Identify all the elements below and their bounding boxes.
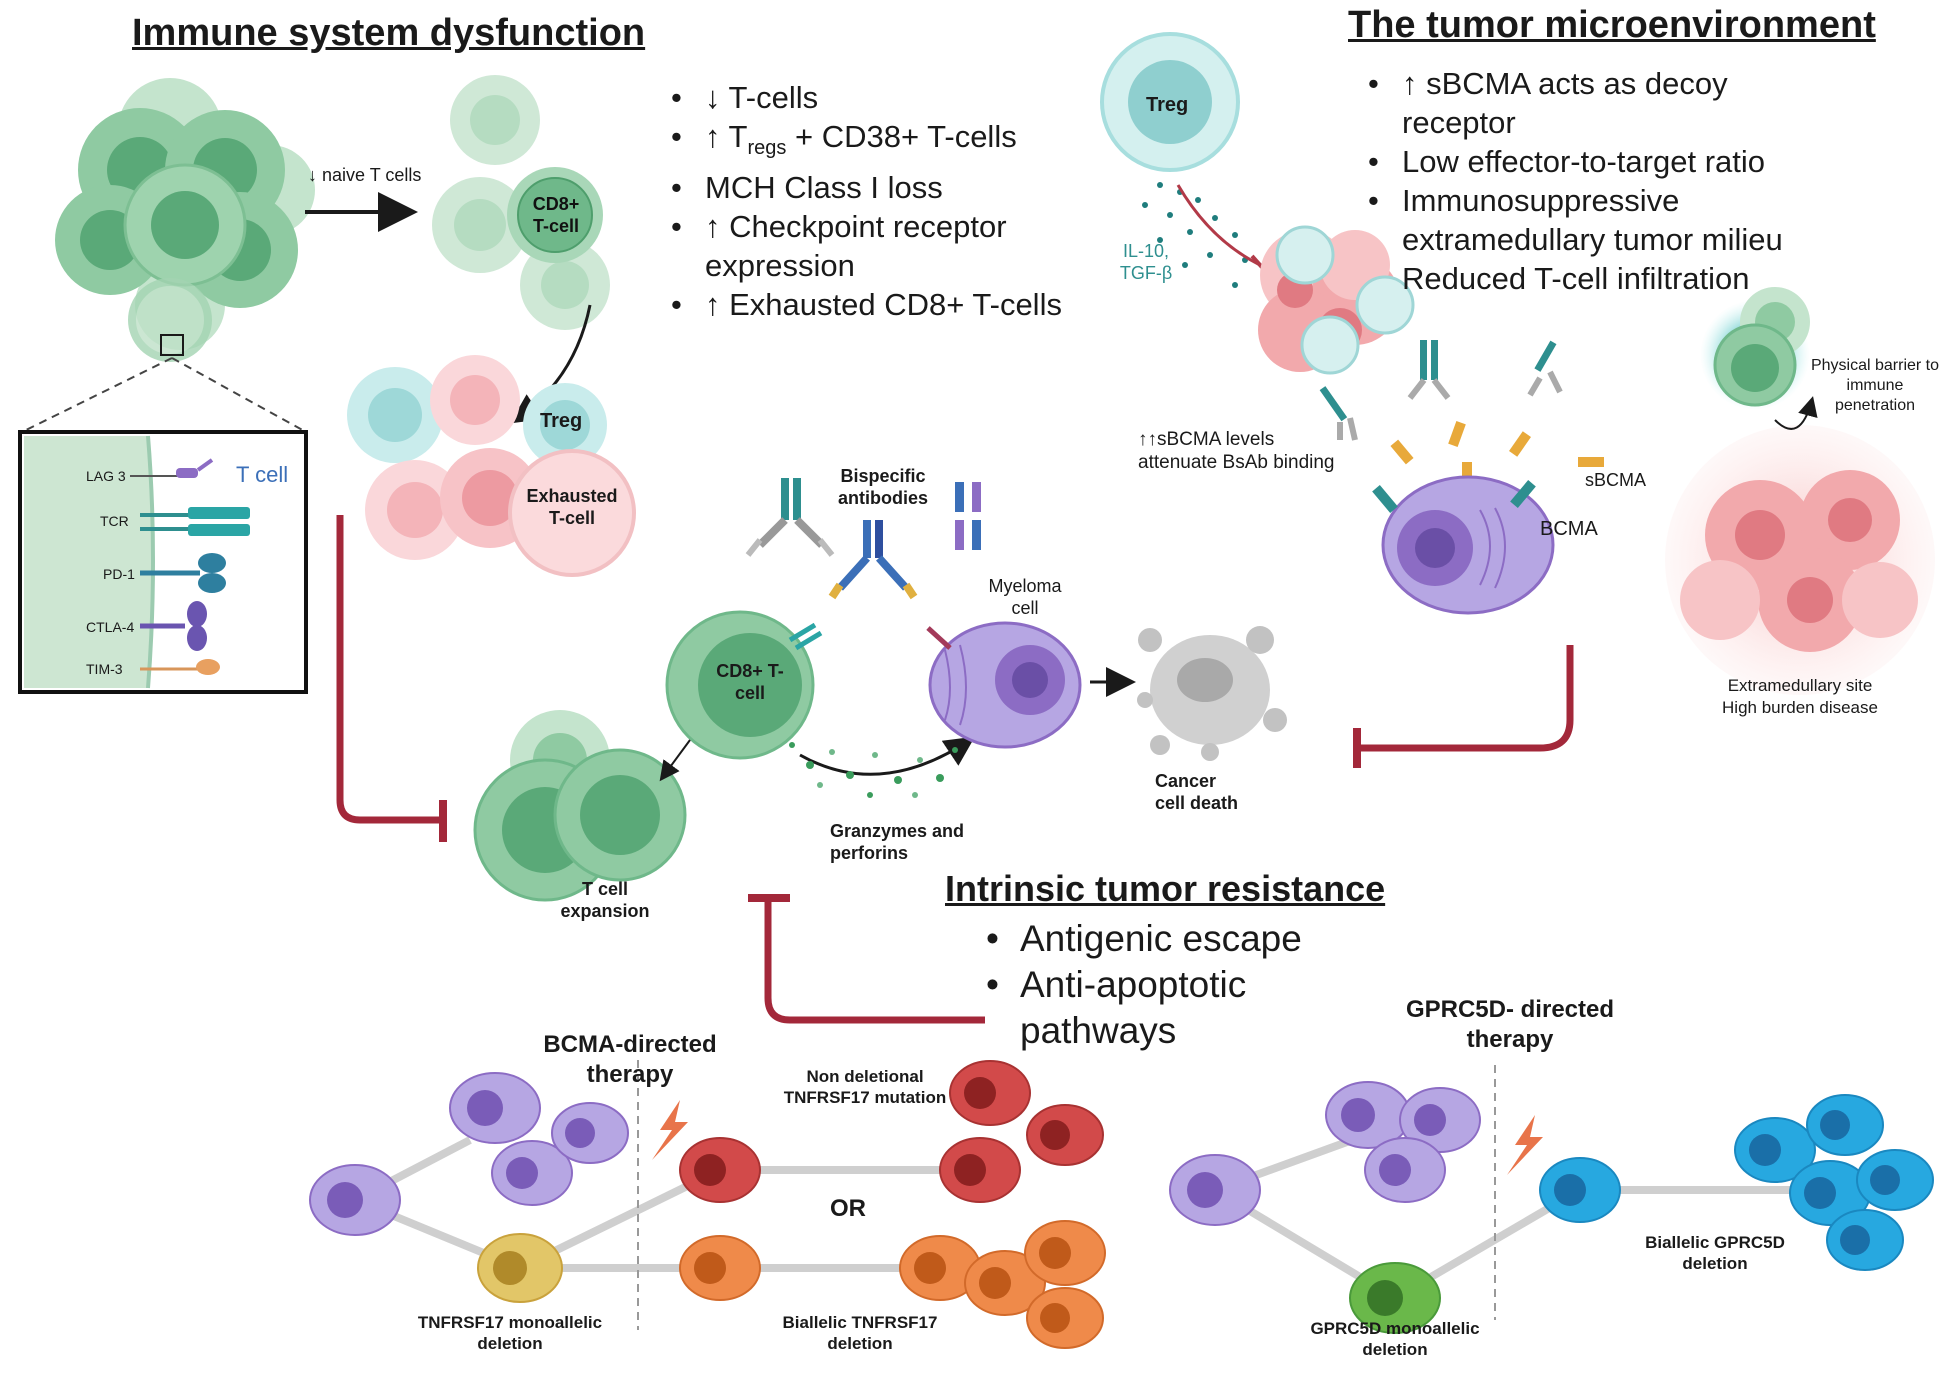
receptor-lag3: LAG 3 — [86, 468, 126, 484]
gprc5d-biallelic-label: Biallelic GPRC5D deletion — [1645, 1233, 1785, 1273]
cancer-death-label: Cancer cell death — [1155, 771, 1239, 813]
checkpoint-inset — [18, 430, 308, 694]
immune-bullet-4b: expression — [705, 248, 855, 284]
granzymes-label: Granzymes and perforins — [830, 821, 965, 863]
bispecific-label: Bispecific antibodies — [837, 466, 928, 508]
cd8-effector-cell — [665, 610, 823, 760]
treg-pre: ↑ T — [705, 119, 748, 154]
bcma-therapy-title: BCMA-directed therapy — [543, 1031, 717, 1088]
exhausted-group — [347, 355, 636, 577]
receptor-tim3: TIM-3 — [86, 661, 123, 677]
treg-cell-top — [1100, 32, 1240, 172]
lightning-icon — [1507, 1115, 1543, 1175]
intrinsic-title: Intrinsic tumor resistance — [945, 868, 1386, 909]
bcma-myeloma-cell — [1372, 475, 1555, 615]
micro-bullet-4: Reduced T-cell infiltration — [1402, 261, 1750, 296]
cd8-center-label: CD8+ T-cell — [716, 661, 784, 703]
immune-bullet-1: ↓ T-cells — [665, 78, 1062, 117]
cd8-label: CD8+ T-cell — [532, 194, 580, 236]
micro-bullets: ↑ sBCMA acts as decoy receptor Low effec… — [1362, 64, 1783, 298]
micro-bullet-1b: receptor — [1402, 105, 1516, 140]
bcma-cells — [309, 1060, 1106, 1349]
intrinsic-bullets: Antigenic escape Anti-apoptotic pathways — [980, 916, 1302, 1054]
treg-sub: regs — [747, 137, 787, 160]
tnfrsf17-mono-label: TNFRSF17 monoallelic deletion — [417, 1313, 603, 1353]
intrinsic-bullet-1: Antigenic escape — [980, 916, 1302, 962]
cancer-cell-death-debris — [1137, 626, 1287, 761]
cytokine-particles — [1142, 182, 1248, 288]
cytokines-label: IL-10, TGF-β — [1119, 241, 1173, 283]
gprc5d-cells — [1169, 1081, 1934, 1334]
lightning-icon — [652, 1100, 688, 1160]
intrinsic-bullet-2: Anti-apoptotic — [980, 962, 1302, 1008]
micro-bullet-1: ↑ sBCMA acts as decoy — [1362, 64, 1783, 103]
bcma-label: BCMA — [1540, 518, 1598, 540]
tumor-cluster — [1258, 225, 1415, 375]
micro-title: The tumor microenvironment — [1348, 4, 1876, 46]
sbcma-label: sBCMA — [1585, 470, 1647, 490]
extramedullary-tumor — [1665, 425, 1935, 695]
micro-bullet-2: Low effector-to-target ratio — [1362, 142, 1783, 181]
t-cell-cluster — [55, 78, 315, 362]
receptor-pd1: PD-1 — [103, 566, 135, 582]
immune-title: Immune system dysfunction — [132, 12, 646, 54]
bsab-bcma-antibodies — [1319, 340, 1563, 441]
immune-bullets: ↓ T-cells ↑ Tregs + CD38+ T-cells MCH Cl… — [665, 78, 1062, 324]
gprc5d-therapy-title: GPRC5D- directed therapy — [1405, 996, 1615, 1053]
t-cell-expansion-cells — [473, 710, 687, 902]
cd8-cell-group — [432, 75, 610, 330]
bispecific-antibodies — [745, 478, 981, 600]
sbcma-levels-label: ↑↑sBCMA levels attenuate BsAb binding — [1138, 429, 1335, 473]
sbcma-molecules — [1390, 421, 1604, 488]
inset-title: T cell — [236, 462, 289, 487]
gprc5d-mono-label: GPRC5D monoallelic deletion — [1310, 1319, 1480, 1359]
t-cell-expansion-label: T cell expansion — [560, 879, 650, 921]
nondeletional-label: Non deletional TNFRSF17 mutation — [783, 1067, 947, 1107]
micro-bullet-3b: extramedullary tumor milieu — [1402, 222, 1783, 257]
or-label: OR — [830, 1195, 866, 1222]
receptor-tcr: TCR — [100, 513, 129, 529]
extramedullary-label-1: Extramedullary site — [1727, 676, 1873, 695]
granzyme-particles — [789, 736, 975, 798]
tnfrsf17-biallelic-label: Biallelic TNFRSF17 deletion — [782, 1313, 938, 1353]
immune-bullet-5: ↑ Exhausted CD8+ T-cells — [665, 285, 1062, 324]
immune-bullet-2: ↑ Tregs + CD38+ T-cells — [665, 117, 1062, 168]
intrinsic-bullet-2b: pathways — [1020, 1010, 1177, 1051]
barrier-label: Physical barrier to immune penetration — [1810, 357, 1940, 414]
treg-top-label: Treg — [1146, 94, 1189, 116]
naive-label: ↓ naive T cells — [308, 165, 422, 185]
myeloma-label: Myeloma cell — [988, 576, 1062, 618]
blocked-t-cell — [1700, 287, 1818, 430]
immune-bullet-3: MCH Class I loss — [665, 168, 1062, 207]
myeloma-cell — [926, 621, 1082, 749]
micro-bullet-3: Immunosuppressive — [1362, 181, 1783, 220]
receptor-ctla4: CTLA-4 — [86, 619, 135, 635]
treg-label: Treg — [540, 410, 583, 432]
immune-bullet-4: ↑ Checkpoint receptor — [665, 207, 1062, 246]
extramedullary-label-2: High burden disease — [1722, 698, 1878, 717]
treg-post: + CD38+ T-cells — [786, 119, 1017, 154]
exhausted-label: Exhausted T-cell — [526, 486, 618, 528]
